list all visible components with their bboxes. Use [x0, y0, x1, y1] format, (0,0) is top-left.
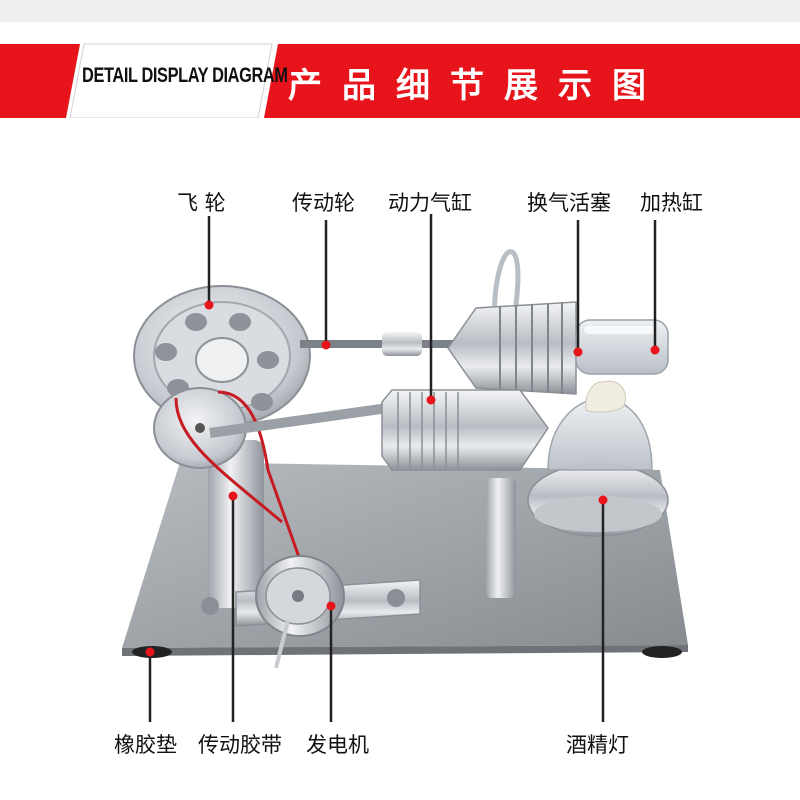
banner-title-chinese: 产品细节展示图 — [288, 66, 666, 106]
flywheel-pillar — [208, 440, 264, 608]
label-heating-cylinder: 加热缸 — [640, 191, 703, 215]
label-drive-belt: 传动胶带 — [198, 733, 282, 757]
banner-red-panel — [264, 44, 800, 118]
drive-belt — [217, 390, 302, 561]
label-displacer-piston: 换气活塞 — [527, 191, 611, 215]
flywheel — [133, 285, 311, 427]
rubber-foot-right — [642, 646, 682, 658]
label-rubber-pad: 橡胶垫 — [114, 733, 177, 757]
power-connecting-rod — [209, 401, 399, 438]
banner-title-english: DETAIL DISPLAY DIAGRAM — [82, 64, 288, 87]
label-generator: 发电机 — [306, 733, 369, 757]
label-alcohol-lamp: 酒精灯 — [566, 733, 629, 757]
displacer-connecting-rod — [300, 340, 460, 348]
cylinder-support-post — [486, 478, 516, 598]
rod-coupler — [382, 332, 422, 356]
power-cylinder — [381, 389, 549, 471]
banner-left-red-block — [0, 44, 80, 118]
label-drive-wheel: 传动轮 — [292, 191, 355, 215]
heating-cylinder — [575, 319, 669, 375]
displacer-cylinder — [447, 301, 577, 395]
leader-lines — [148, 214, 657, 722]
lamp-wick — [585, 380, 626, 413]
label-flywheel: 飞 轮 — [177, 191, 226, 215]
banner-white-panel — [69, 43, 273, 118]
header-banner — [0, 43, 800, 118]
label-power-cylinder: 动力气缸 — [388, 191, 472, 215]
top-gray-strip — [0, 0, 800, 22]
alcohol-lamp — [527, 380, 669, 537]
callout-dots — [145, 300, 660, 657]
